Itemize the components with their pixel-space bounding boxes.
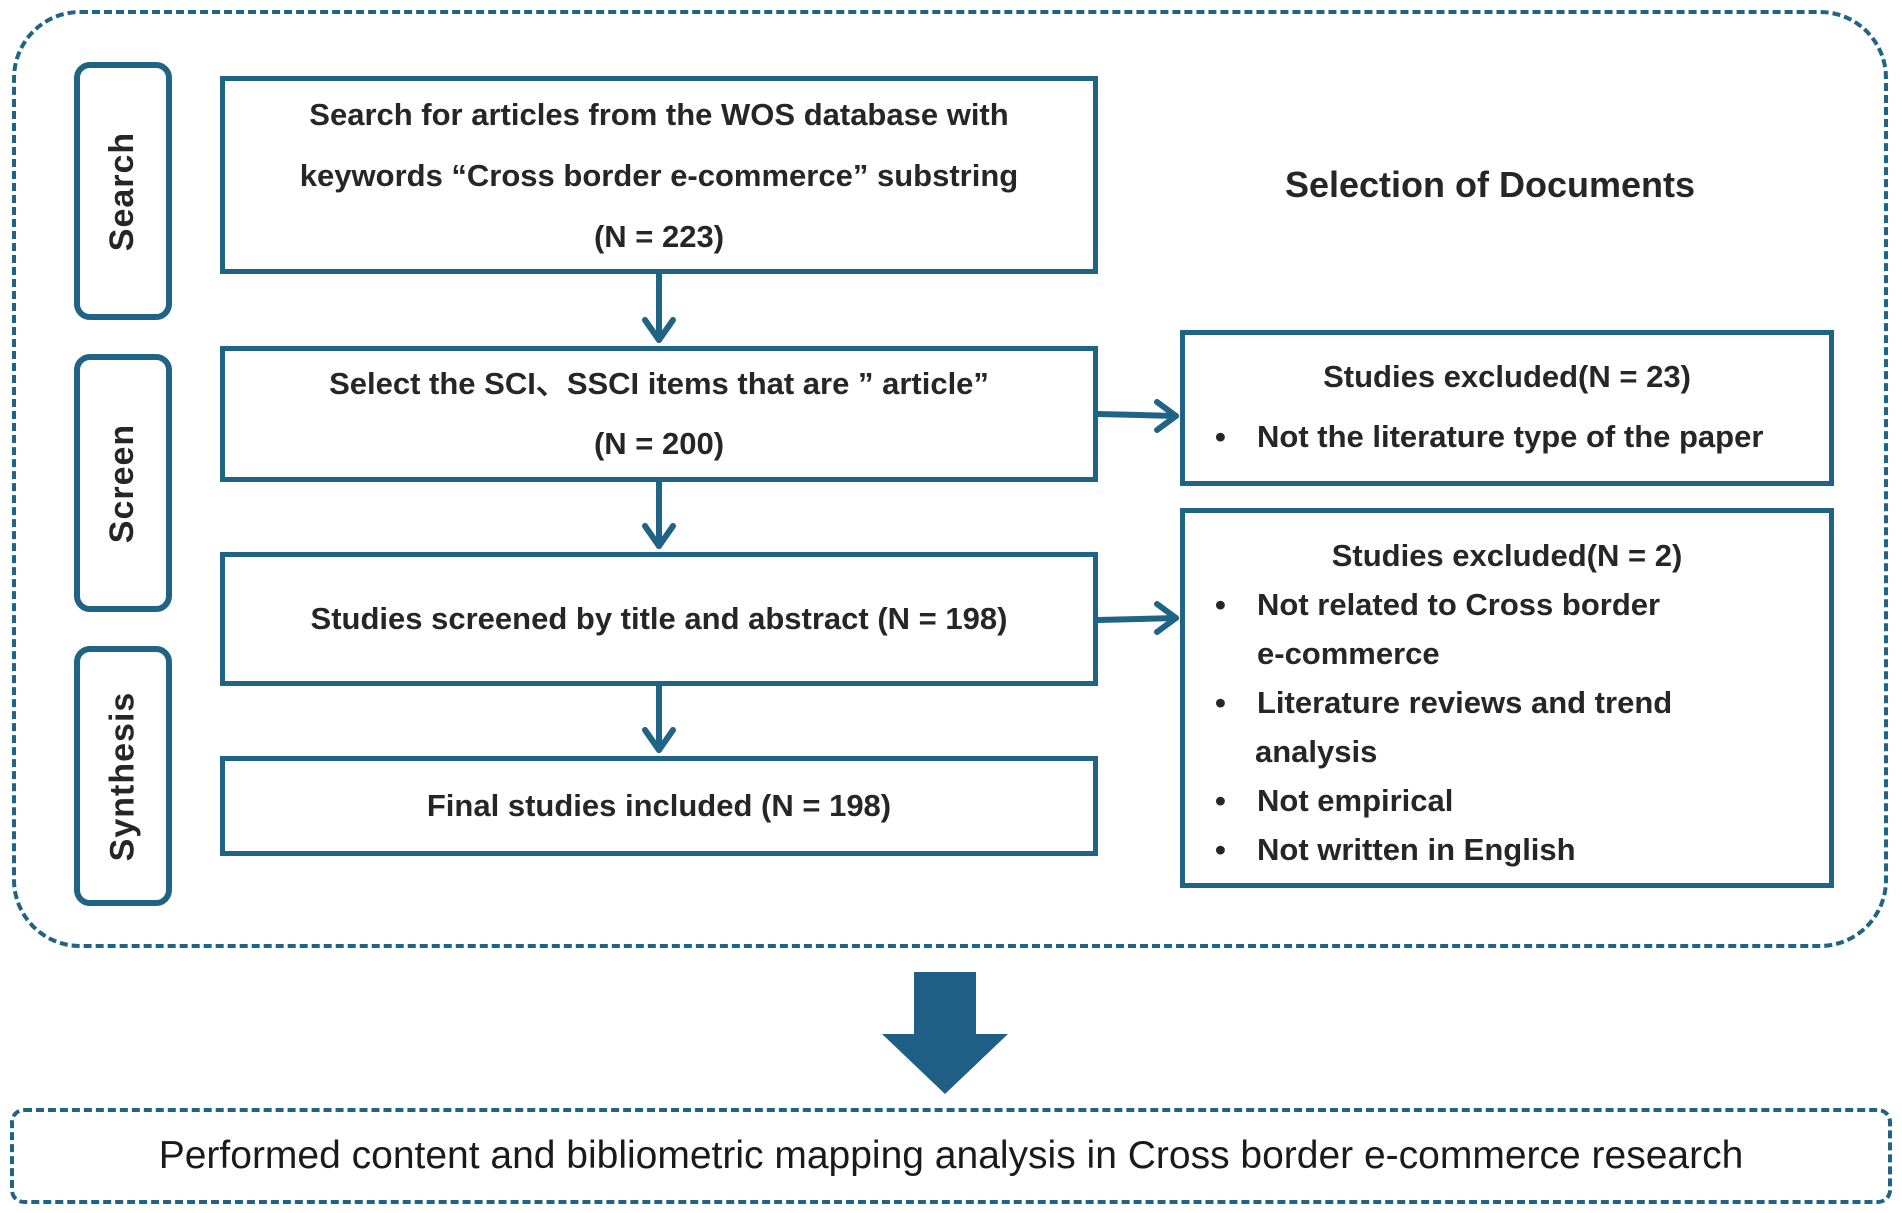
stage-synthesis: Synthesis xyxy=(74,646,172,906)
analysis-text: Performed content and bibliometric mappi… xyxy=(158,1134,1744,1177)
exclusion-2-title: Studies excluded(N = 2) xyxy=(1331,538,1683,573)
stage-screen: Screen xyxy=(74,354,172,612)
title-abstract-step-box: Studies screened by title and abstract (… xyxy=(220,552,1098,686)
exclusion-2-item: Not empirical xyxy=(1185,776,1829,825)
search-step-line-2: keywords “Cross border e-commerce” subst… xyxy=(299,157,1019,193)
exclusion-1-list: Not the literature type of the paper xyxy=(1185,407,1829,467)
search-step-line-1: Search for articles from the WOS databas… xyxy=(309,96,1009,132)
exclusion-2-item: Not written in English xyxy=(1185,825,1829,874)
selection-heading: Selection of Documents xyxy=(1284,164,1696,205)
selection-frame xyxy=(12,10,1888,948)
exclusion-2-item: Not related to Cross border xyxy=(1185,580,1829,629)
arrow-screen-to-exclusion-1 xyxy=(1095,399,1179,433)
search-step-count: (N = 223) xyxy=(593,218,725,254)
title-abstract-step-text: Studies screened by title and abstract (… xyxy=(310,601,1008,636)
exclusion-box-2: Studies excluded(N = 2) Not related to C… xyxy=(1180,508,1834,888)
exclusion-2-item-continued: analysis xyxy=(1255,734,1378,769)
arrow-search-to-screen xyxy=(642,271,676,343)
exclusion-2-item-continued: e-commerce xyxy=(1257,636,1440,671)
exclusion-1-title: Studies excluded(N = 23) xyxy=(1323,359,1691,394)
final-step-text: Final studies included (N = 198) xyxy=(426,788,892,823)
screen-step-count: (N = 200) xyxy=(593,426,725,461)
big-down-arrow-icon xyxy=(882,972,1008,1094)
exclusion-2-list: Not related to Cross border e-commerce L… xyxy=(1185,580,1829,874)
stage-search: Search xyxy=(74,62,172,320)
arrow-title-abstract-to-final xyxy=(642,683,676,753)
arrow-screen-to-title-abstract xyxy=(642,479,676,549)
exclusion-box-1: Studies excluded(N = 23) Not the literat… xyxy=(1180,330,1834,486)
analysis-frame xyxy=(10,1108,1892,1204)
final-step-box: Final studies included (N = 198) xyxy=(220,756,1098,856)
exclusion-1-item: Not the literature type of the paper xyxy=(1185,407,1829,467)
arrow-title-abstract-to-exclusion-2 xyxy=(1095,601,1179,635)
screen-step-line-1: Select the SCI、SSCI items that are ” art… xyxy=(329,366,989,401)
exclusion-2-item: Literature reviews and trend xyxy=(1185,678,1829,727)
screen-step-box: Select the SCI、SSCI items that are ” art… xyxy=(220,346,1098,482)
